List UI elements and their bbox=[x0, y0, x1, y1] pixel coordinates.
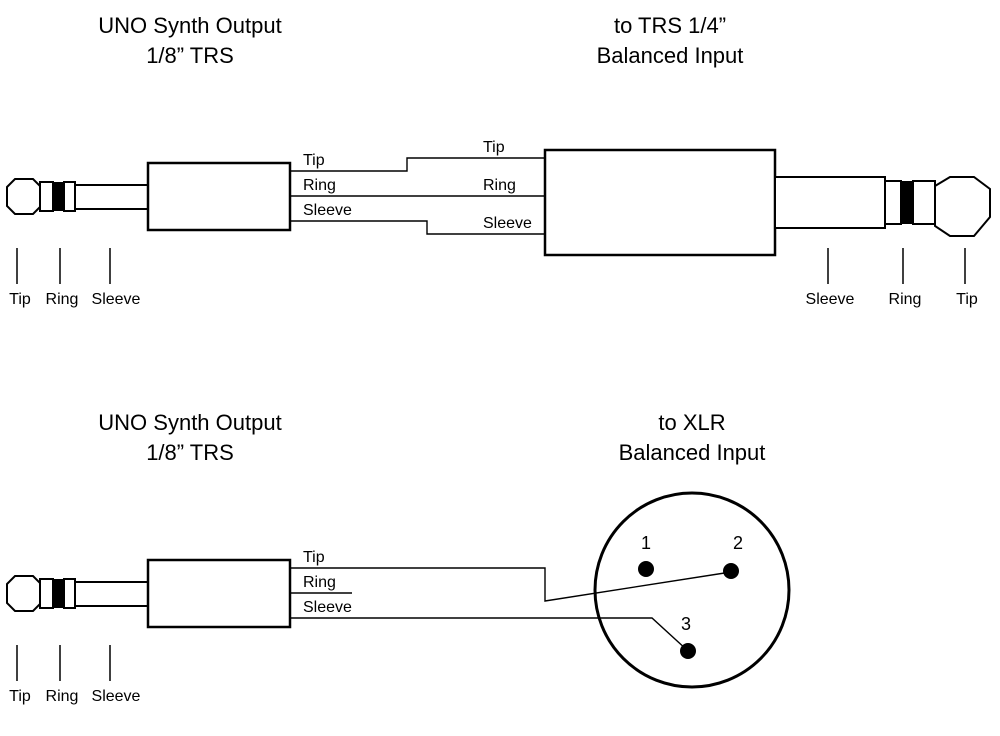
source-ring-wire-label: Ring bbox=[303, 177, 336, 194]
plug-body bbox=[543, 148, 777, 257]
source-tip-wire-label: Tip bbox=[303, 549, 325, 566]
source-ring-pin-label: Ring bbox=[46, 291, 79, 308]
plug-insulator-band-2 bbox=[63, 181, 76, 212]
source-tip-pin-label: Tip bbox=[9, 688, 31, 705]
dest-ring-wire-label: Ring bbox=[483, 177, 516, 194]
plug-ring-contact bbox=[53, 182, 64, 211]
source-ring-pin-label: Ring bbox=[46, 688, 79, 705]
source-tip-wire-label: Tip bbox=[303, 152, 325, 169]
plug-tip bbox=[6, 575, 41, 612]
dest-ring-pin-label: Ring bbox=[889, 291, 922, 308]
bottom-source-title-line1: UNO Synth Output bbox=[98, 410, 281, 435]
top-source-title-line2: 1/8” TRS bbox=[146, 43, 234, 68]
plug-barrel bbox=[146, 161, 292, 232]
xlr-pin-2-contact bbox=[723, 563, 739, 579]
plug-insulator-band bbox=[884, 180, 902, 225]
source-sleeve-pin-label: Sleeve bbox=[92, 291, 141, 308]
xlr-pin-1-label: 1 bbox=[641, 533, 651, 553]
plug-insulator-band bbox=[39, 578, 54, 609]
plug-barrel bbox=[146, 558, 292, 629]
top-dest-title-line1: to TRS 1/4” bbox=[614, 13, 726, 38]
plug-tip bbox=[934, 176, 991, 237]
bottom-source-title-line2: 1/8” TRS bbox=[146, 440, 234, 465]
plug-insulator-band bbox=[39, 181, 54, 212]
tip-wire bbox=[290, 567, 732, 602]
bottom-dest-title-line2: Balanced Input bbox=[619, 440, 766, 465]
trs-18-plug bbox=[6, 558, 292, 681]
plug-sleeve-shaft bbox=[774, 176, 886, 229]
dest-sleeve-pin-label: Sleeve bbox=[806, 291, 855, 308]
dest-tip-pin-label: Tip bbox=[956, 291, 978, 308]
plug-tip bbox=[6, 178, 41, 215]
plug-ring-contact bbox=[53, 579, 64, 608]
plug-insulator-band-2 bbox=[912, 180, 936, 225]
xlr-pin-1-contact bbox=[638, 561, 654, 577]
bottom-diagram: UNO Synth Output 1/8” TRS to XLR Balance… bbox=[6, 410, 791, 705]
sleeve-wire bbox=[290, 617, 688, 651]
plug-sleeve-shaft bbox=[74, 184, 149, 210]
plug-insulator-band-2 bbox=[63, 578, 76, 609]
bottom-dest-title-line1: to XLR bbox=[658, 410, 725, 435]
top-diagram: UNO Synth Output 1/8” TRS to TRS 1/4” Ba… bbox=[6, 13, 991, 308]
xlr-connector-body bbox=[593, 491, 791, 689]
top-source-title-line1: UNO Synth Output bbox=[98, 13, 281, 38]
source-sleeve-wire-label: Sleeve bbox=[303, 202, 352, 219]
plug-sleeve-shaft bbox=[74, 581, 149, 607]
plug-ring-contact bbox=[901, 181, 913, 224]
source-sleeve-wire-label: Sleeve bbox=[303, 599, 352, 616]
source-sleeve-pin-label: Sleeve bbox=[92, 688, 141, 705]
trs-14-plug bbox=[543, 148, 991, 284]
xlr-pins: 1 2 3 bbox=[638, 533, 743, 659]
sleeve-wire bbox=[290, 220, 545, 235]
tip-wire bbox=[290, 157, 545, 172]
trs-18-plug bbox=[6, 161, 292, 284]
source-ring-wire-label: Ring bbox=[303, 574, 336, 591]
source-tip-pin-label: Tip bbox=[9, 291, 31, 308]
xlr-pin-2-label: 2 bbox=[733, 533, 743, 553]
xlr-pin-3-label: 3 bbox=[681, 614, 691, 634]
xlr-pin-3-contact bbox=[680, 643, 696, 659]
top-dest-title-line2: Balanced Input bbox=[597, 43, 744, 68]
dest-tip-wire-label: Tip bbox=[483, 139, 505, 156]
dest-sleeve-wire-label: Sleeve bbox=[483, 215, 532, 232]
